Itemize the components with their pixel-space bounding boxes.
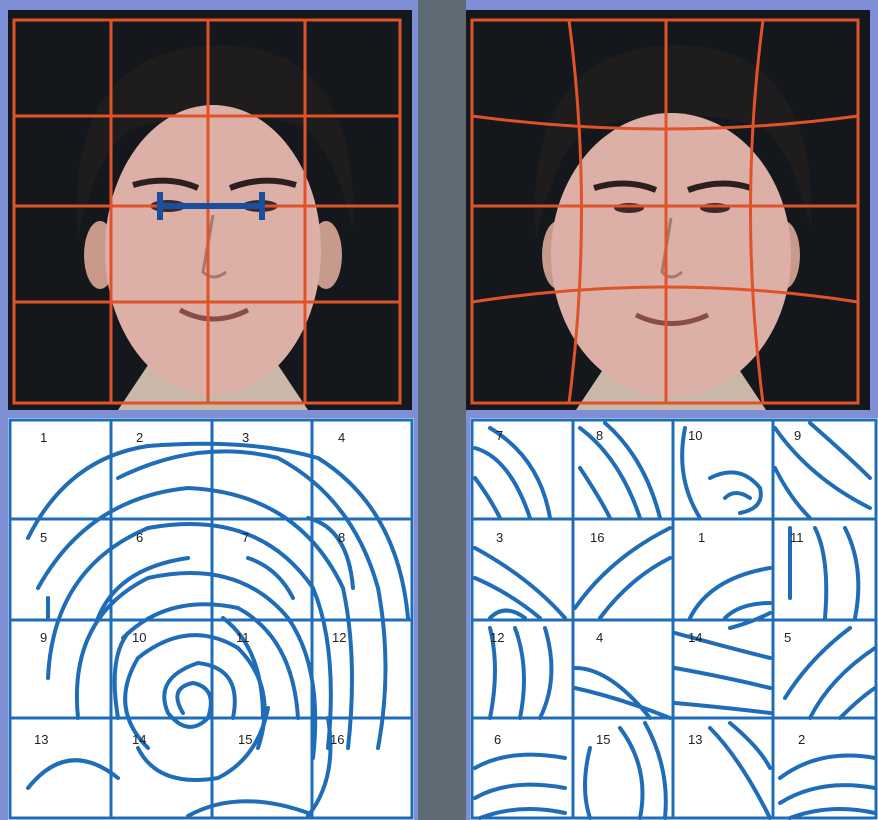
cell-number: 12 [490, 630, 504, 645]
cell-number: 15 [238, 732, 252, 747]
cell-number: 11 [236, 630, 250, 645]
cell-number: 13 [34, 732, 48, 747]
cell-number: 4 [338, 430, 345, 445]
cell-number: 6 [136, 530, 143, 545]
cell-number: 11 [790, 530, 804, 545]
cell-number: 9 [794, 428, 801, 443]
face-original-panel [8, 10, 412, 410]
cell-number: 10 [688, 428, 702, 443]
cell-number: 7 [496, 428, 503, 443]
cell-number: 16 [330, 732, 344, 747]
cell-number: 14 [132, 732, 146, 747]
cell-number: 7 [242, 530, 249, 545]
center-divider [418, 0, 466, 820]
cell-number: 13 [688, 732, 702, 747]
cell-number: 10 [132, 630, 146, 645]
fingerprint-original-panel: 1 2 3 4 5 6 7 8 9 10 11 12 13 14 15 16 [8, 418, 414, 820]
cell-number: 5 [784, 630, 791, 645]
fingerprint-original-svg: 1 2 3 4 5 6 7 8 9 10 11 12 13 14 15 16 [8, 418, 414, 820]
cell-number: 3 [496, 530, 503, 545]
cell-number: 4 [596, 630, 603, 645]
fingerprint-ridges [28, 444, 408, 816]
face-warped-svg [466, 10, 870, 410]
cell-numbers: 1 2 3 4 5 6 7 8 9 10 11 12 13 14 15 16 [34, 430, 346, 747]
cell-number: 8 [596, 428, 603, 443]
cell-number: 2 [798, 732, 805, 747]
cell-number: 5 [40, 530, 47, 545]
cell-number: 1 [40, 430, 47, 445]
face-warped-panel [466, 10, 870, 410]
fingerprint-scrambled-svg: 7 8 10 9 3 16 1 11 12 4 14 5 6 15 13 2 [470, 418, 878, 820]
cell-number: 9 [40, 630, 47, 645]
cell-number: 12 [332, 630, 346, 645]
cell-number: 16 [590, 530, 604, 545]
fingerprint-scrambled-panel: 7 8 10 9 3 16 1 11 12 4 14 5 6 15 13 2 [470, 418, 878, 820]
cell-number: 15 [596, 732, 610, 747]
cell-number: 3 [242, 430, 249, 445]
face-original-svg [8, 10, 412, 410]
cell-number: 6 [494, 732, 501, 747]
cell-number: 14 [688, 630, 702, 645]
cell-number: 8 [338, 530, 345, 545]
cell-number: 2 [136, 430, 143, 445]
cell-number: 1 [698, 530, 705, 545]
